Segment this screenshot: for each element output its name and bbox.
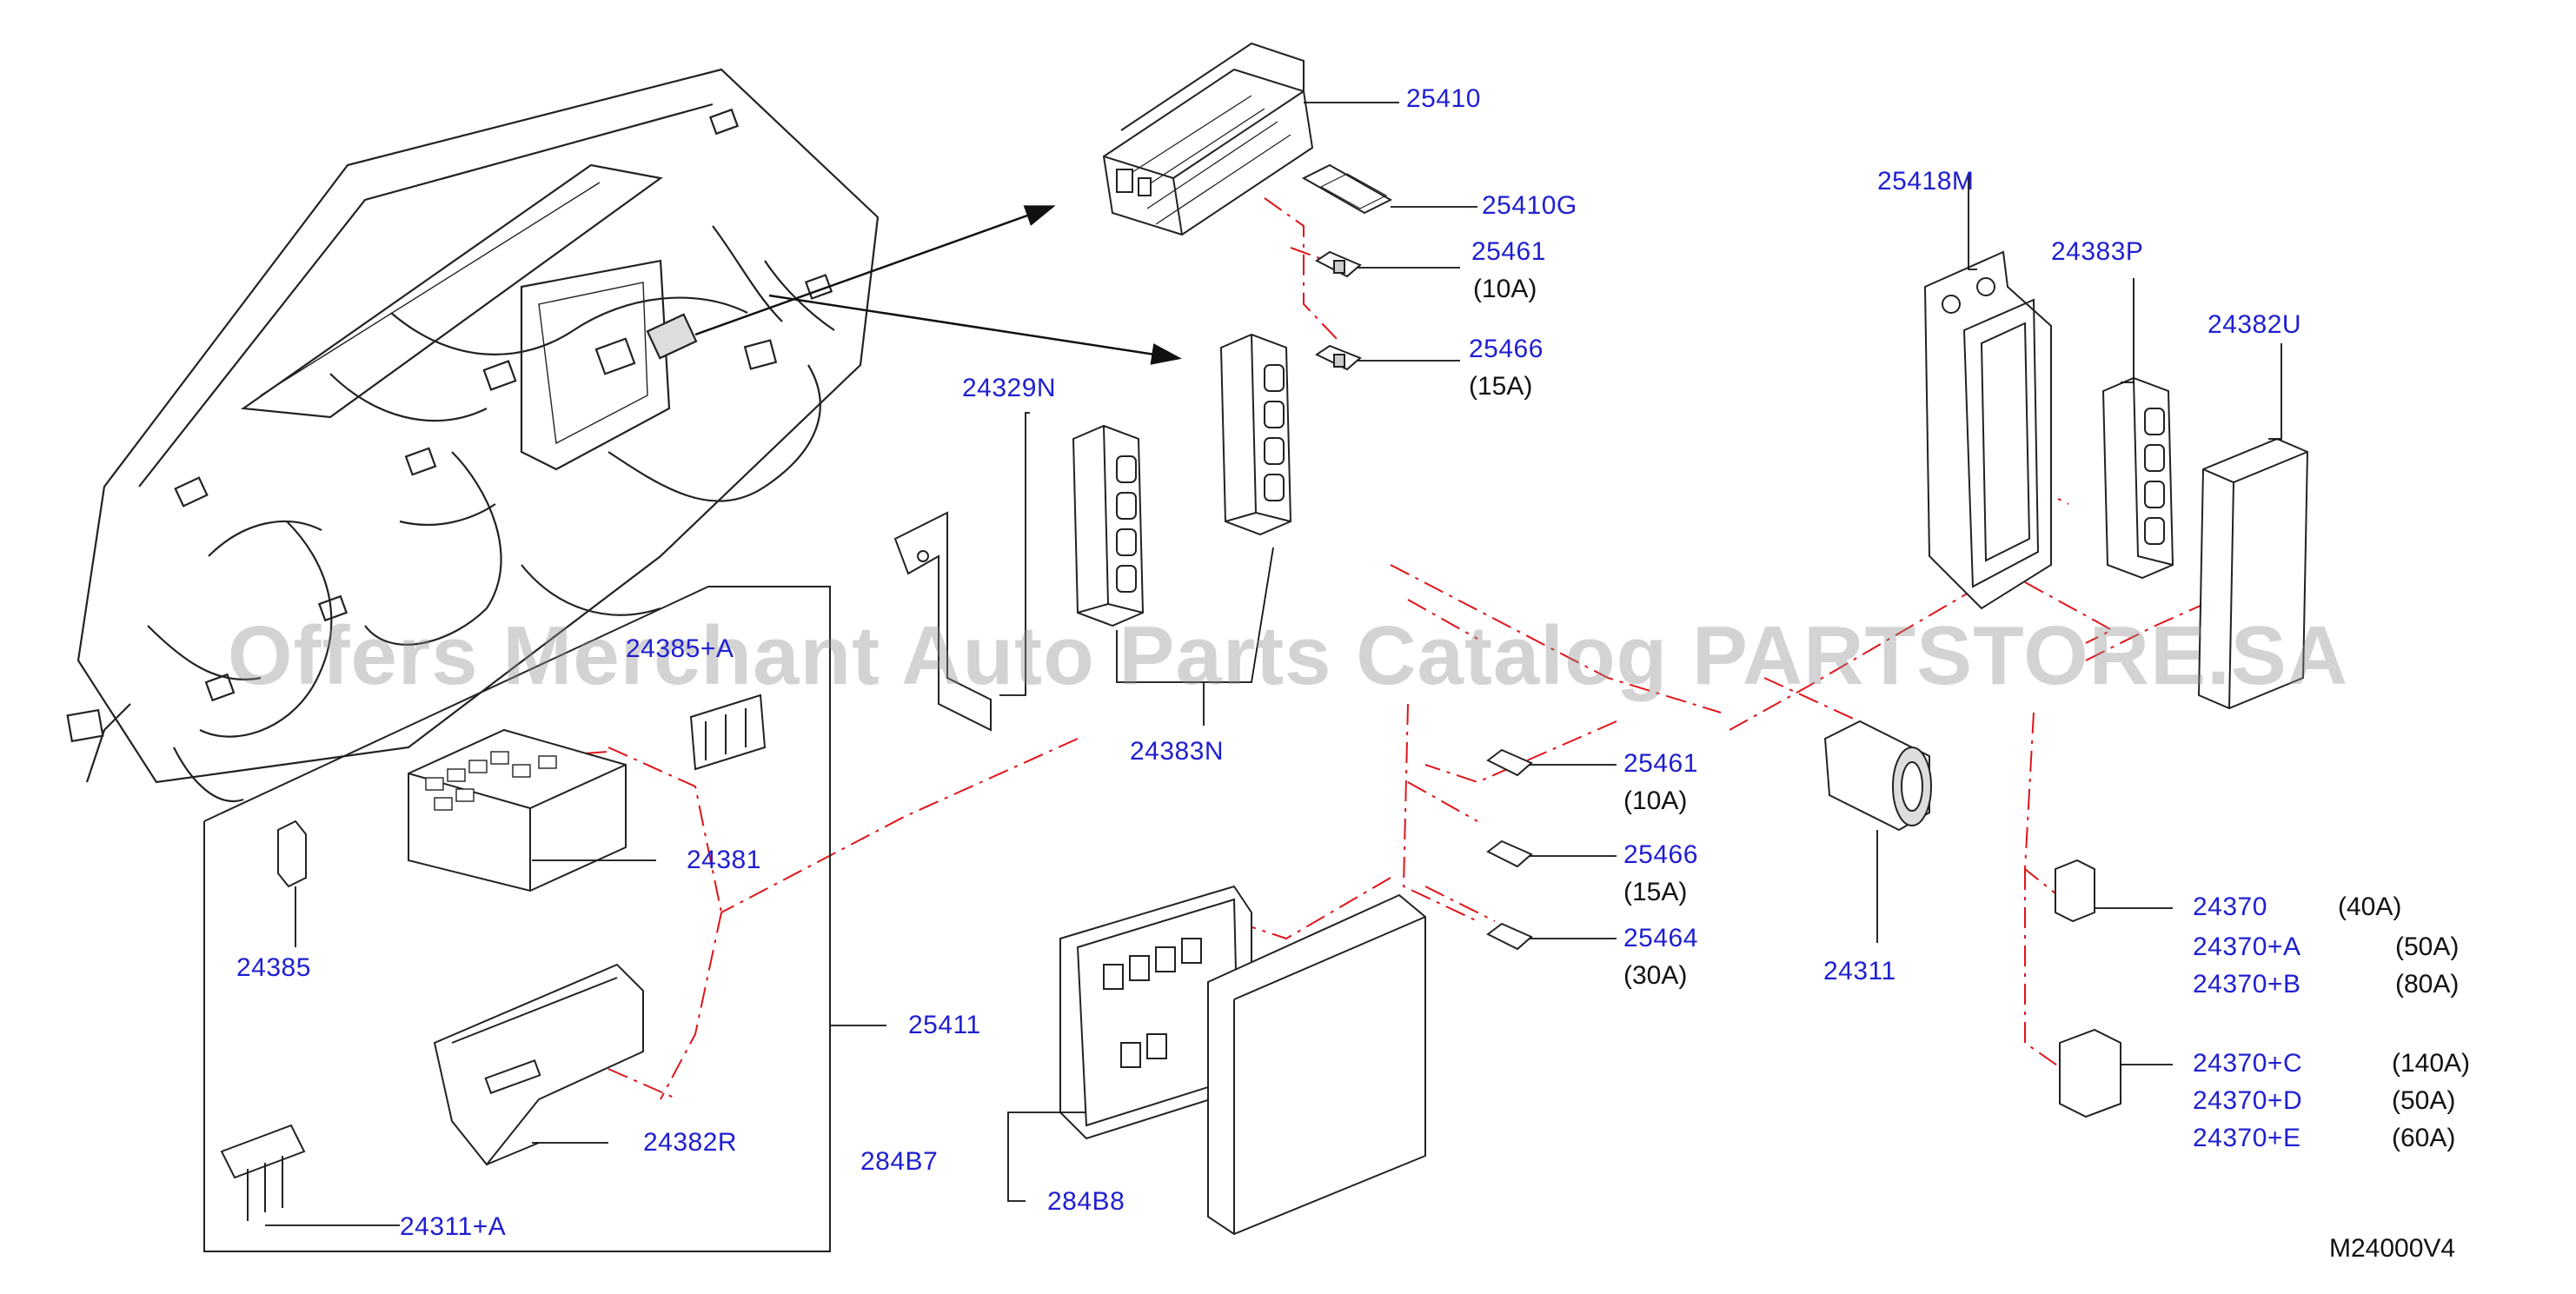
part-label-25418M[interactable]: 25418M — [1877, 167, 1975, 196]
rating-24370B: (80A) — [2395, 970, 2460, 999]
leader-lines — [265, 102, 2282, 1226]
watermark-text: Offers Merchant Auto Parts Catalog PARTS… — [227, 609, 2349, 702]
location-arrows — [694, 205, 1182, 365]
part-label-25461-top[interactable]: 25461 — [1471, 237, 1546, 266]
mini-fuse-25461-mid — [1486, 748, 1533, 777]
relay-box-group-frame — [203, 586, 831, 1252]
rating-24370D: (50A) — [2392, 1086, 2456, 1115]
rating-24370E: (60A) — [2392, 1124, 2456, 1152]
rating-24370A: (50A) — [2395, 932, 2460, 961]
fusible-link-box-25418M — [1923, 250, 2052, 610]
rating-25461-top: (10A) — [1473, 275, 1537, 303]
rating-25466-top: (15A) — [1469, 372, 1533, 401]
relay-block-24329N — [1072, 424, 1145, 627]
part-label-24370A[interactable]: 24370+A — [2193, 932, 2301, 961]
bracket — [893, 511, 992, 732]
part-label-284B7[interactable]: 284B7 — [860, 1147, 939, 1176]
part-label-24370[interactable]: 24370 — [2193, 893, 2267, 921]
part-label-24370E[interactable]: 24370+E — [2193, 1124, 2301, 1152]
part-label-25410G[interactable]: 25410G — [1482, 191, 1577, 220]
part-label-25466-mid[interactable]: 25466 — [1623, 840, 1698, 869]
part-label-24381[interactable]: 24381 — [687, 846, 761, 874]
rating-25466-mid: (15A) — [1623, 878, 1688, 906]
rating-24370C: (140A) — [2392, 1049, 2471, 1078]
part-label-24329N[interactable]: 24329N — [962, 374, 1057, 402]
part-label-24370D[interactable]: 24370+D — [2193, 1086, 2303, 1115]
part-label-25461-mid[interactable]: 25461 — [1623, 749, 1698, 778]
part-label-24311[interactable]: 24311 — [1823, 957, 1896, 985]
relay-24385 — [277, 820, 307, 888]
part-label-25464[interactable]: 25464 — [1623, 924, 1698, 952]
rating-25461-mid: (10A) — [1623, 786, 1688, 815]
relay-block-24383N — [1219, 333, 1292, 536]
part-label-24383N[interactable]: 24383N — [1130, 737, 1225, 766]
part-label-24385A[interactable]: 24385+A — [626, 634, 734, 663]
mini-fuse-25464 — [1486, 922, 1533, 951]
ipdm-cover-284B8 — [1207, 893, 1426, 1236]
fusible-link-24370 — [2055, 859, 2095, 923]
mini-fuse-25461-top — [1315, 250, 1362, 278]
part-label-24383P[interactable]: 24383P — [2051, 237, 2144, 266]
relay-box-cover-24382R — [433, 963, 644, 1166]
part-label-25410[interactable]: 25410 — [1406, 84, 1481, 113]
part-label-24311A[interactable]: 24311+A — [400, 1212, 507, 1241]
rating-24370: (40A) — [2338, 893, 2402, 921]
diagram-code: M24000V4 — [2329, 1234, 2456, 1263]
part-label-24382U[interactable]: 24382U — [2208, 310, 2302, 339]
rating-25464: (30A) — [1623, 961, 1688, 990]
relay-box-24381 — [408, 728, 627, 893]
fusible-link-24370C — [2059, 1028, 2121, 1118]
fuse-puller-25410G — [1301, 163, 1393, 215]
part-label-25466-top[interactable]: 25466 — [1469, 335, 1544, 363]
part-label-284B8[interactable]: 284B8 — [1047, 1187, 1125, 1216]
part-label-24370B[interactable]: 24370+B — [2193, 970, 2301, 999]
fuse-holder-24385A — [689, 693, 767, 771]
relay-block-24383P — [2101, 376, 2174, 580]
mini-fuse-25466-top — [1314, 344, 1362, 371]
part-label-24370C[interactable]: 24370+C — [2193, 1049, 2303, 1078]
part-label-24382R[interactable]: 24382R — [643, 1128, 738, 1157]
connector-24311A — [220, 1124, 306, 1221]
part-label-24385[interactable]: 24385 — [236, 953, 311, 982]
part-label-25411[interactable]: 25411 — [908, 1011, 981, 1039]
connector-24311 — [1823, 720, 1932, 832]
fuse-block-25410 — [1102, 42, 1314, 236]
mini-fuse-25466-mid — [1486, 839, 1533, 868]
